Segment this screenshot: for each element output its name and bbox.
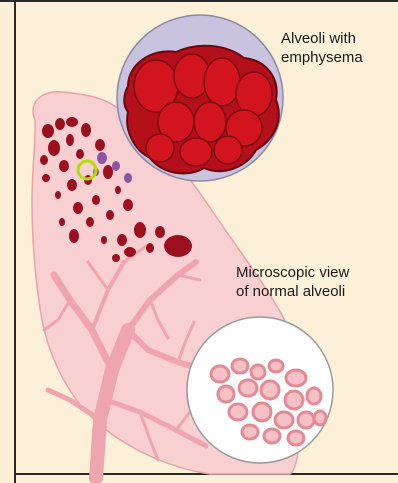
emphysema-label-line2: emphysema bbox=[281, 48, 363, 67]
normal-alveoli-label: Microscopic view of normal alveoli bbox=[236, 263, 349, 301]
emphysema-label-line1: Alveoli with bbox=[281, 29, 363, 48]
normal-alveoli-label-line1: Microscopic view bbox=[236, 263, 349, 282]
emphysema-label: Alveoli with emphysema bbox=[281, 29, 363, 67]
normal-alveoli-label-line2: of normal alveoli bbox=[236, 282, 349, 301]
